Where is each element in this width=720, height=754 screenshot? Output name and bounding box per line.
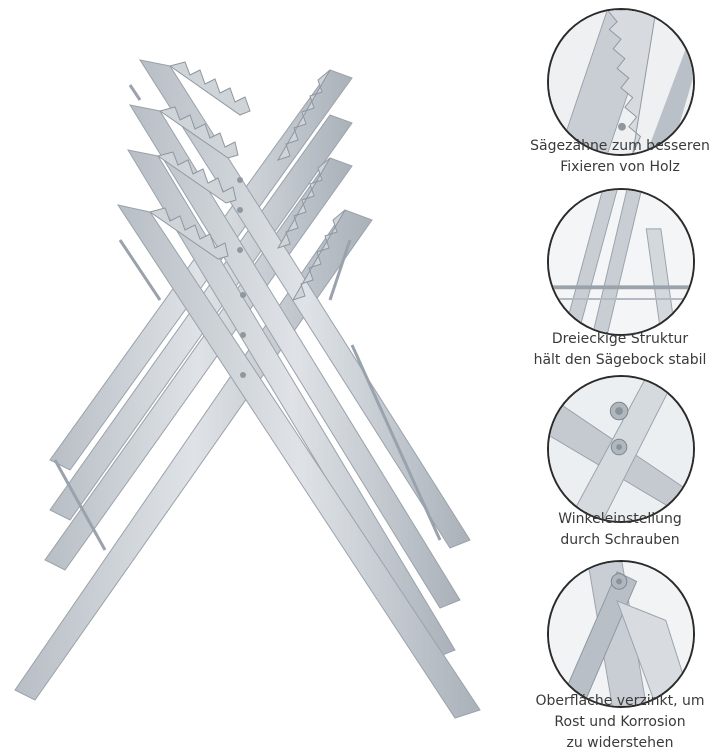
saw-teeth-closeup-icon (547, 8, 695, 156)
angle-screw-closeup-icon (547, 375, 695, 523)
galvanized-surface-closeup-icon (547, 560, 695, 708)
pivot-bolts (237, 177, 246, 378)
saw-teeth (148, 61, 346, 301)
saw-horse-illustration (14, 59, 481, 719)
support-rods (53, 84, 442, 551)
triangle-structure-closeup-icon (547, 188, 695, 336)
